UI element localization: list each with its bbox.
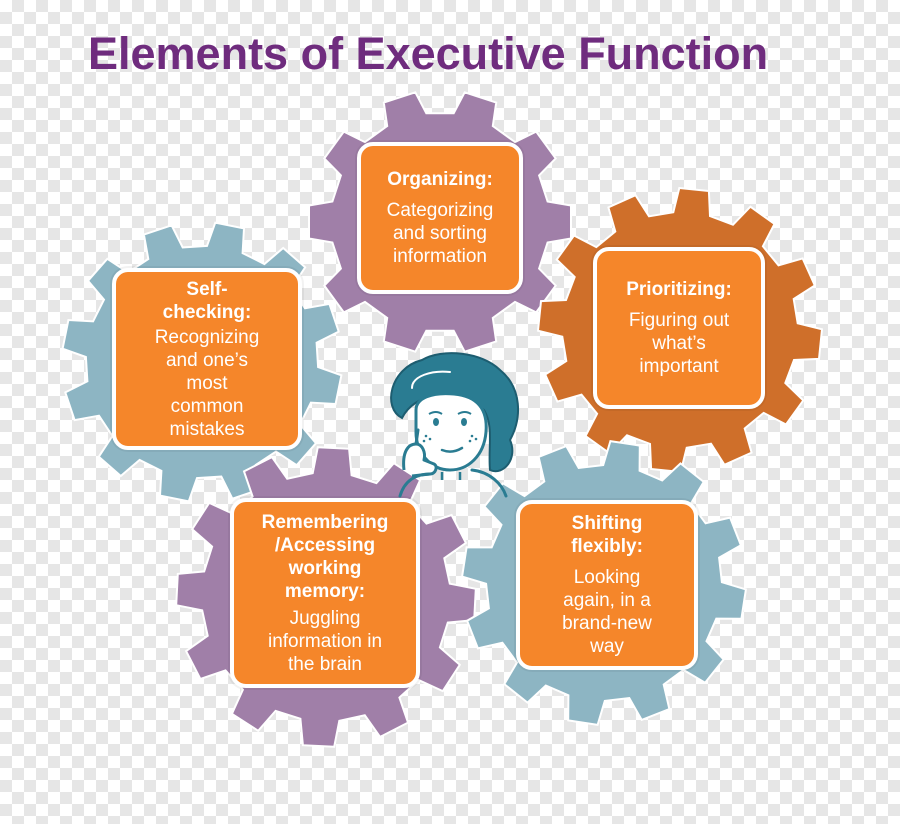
remembering-desc-line: the brain <box>288 653 362 675</box>
remembering-box: Remembering /Accessing working memory: J… <box>230 498 420 688</box>
remembering-heading-line: memory: <box>284 580 366 602</box>
organizing-desc-line: Categorizing <box>386 200 494 221</box>
shifting-box: Shifting flexibly: Looking again, in a b… <box>516 500 698 670</box>
self-checking-box: Self- checking: Recognizing and one’s mo… <box>112 268 302 450</box>
prioritizing-box: Prioritizing: Figuring out what’s import… <box>593 247 765 409</box>
self-checking-description: Recognizing and one’s most common mistak… <box>126 326 288 441</box>
organizing-heading: Organizing: <box>387 169 493 190</box>
shifting-heading: Shifting flexibly: <box>530 512 684 558</box>
page-title: Elements of Executive Function <box>88 28 769 79</box>
remembering-heading: Remembering /Accessing working memory: <box>244 511 406 603</box>
remembering-heading-line: working <box>288 557 362 579</box>
self-checking-desc-line: and one’s <box>165 349 249 371</box>
remembering-desc-line: Juggling <box>289 607 361 629</box>
organizing-description: Categorizing and sorting information <box>371 199 509 268</box>
self-checking-heading-line: checking: <box>162 301 252 323</box>
shifting-desc-line: way <box>590 636 624 657</box>
thinking-girl-icon <box>390 352 519 498</box>
prioritizing-description: Figuring out what’s important <box>607 309 751 378</box>
remembering-heading-line: /Accessing <box>274 534 376 556</box>
shifting-heading-line: Shifting <box>571 513 643 534</box>
organizing-box: Organizing: Categorizing and sorting inf… <box>357 142 523 294</box>
shifting-heading-line: flexibly: <box>571 536 643 557</box>
remembering-heading-line: Remembering <box>261 511 389 533</box>
remembering-desc-line: information in <box>267 630 383 652</box>
self-checking-desc-line: mistakes <box>169 418 245 440</box>
remembering-description: Juggling information in the brain <box>244 607 406 676</box>
organizing-desc-line: and sorting <box>392 223 487 244</box>
shifting-description: Looking again, in a brand-new way <box>530 566 684 658</box>
self-checking-desc-line: Recognizing <box>154 326 260 348</box>
organizing-desc-line: information <box>393 246 487 267</box>
shifting-desc-line: again, in a <box>563 590 651 611</box>
shifting-desc-line: Looking <box>573 567 641 588</box>
self-checking-desc-line: common <box>170 395 244 417</box>
prioritizing-desc-line: Figuring out <box>628 310 730 331</box>
prioritizing-desc-line: what’s <box>652 333 706 354</box>
self-checking-heading: Self- checking: <box>126 278 288 324</box>
prioritizing-heading: Prioritizing: <box>626 279 732 300</box>
shifting-desc-line: brand-new <box>562 613 652 634</box>
self-checking-heading-line: Self- <box>186 278 228 300</box>
prioritizing-desc-line: important <box>639 356 719 377</box>
self-checking-desc-line: most <box>186 372 228 394</box>
